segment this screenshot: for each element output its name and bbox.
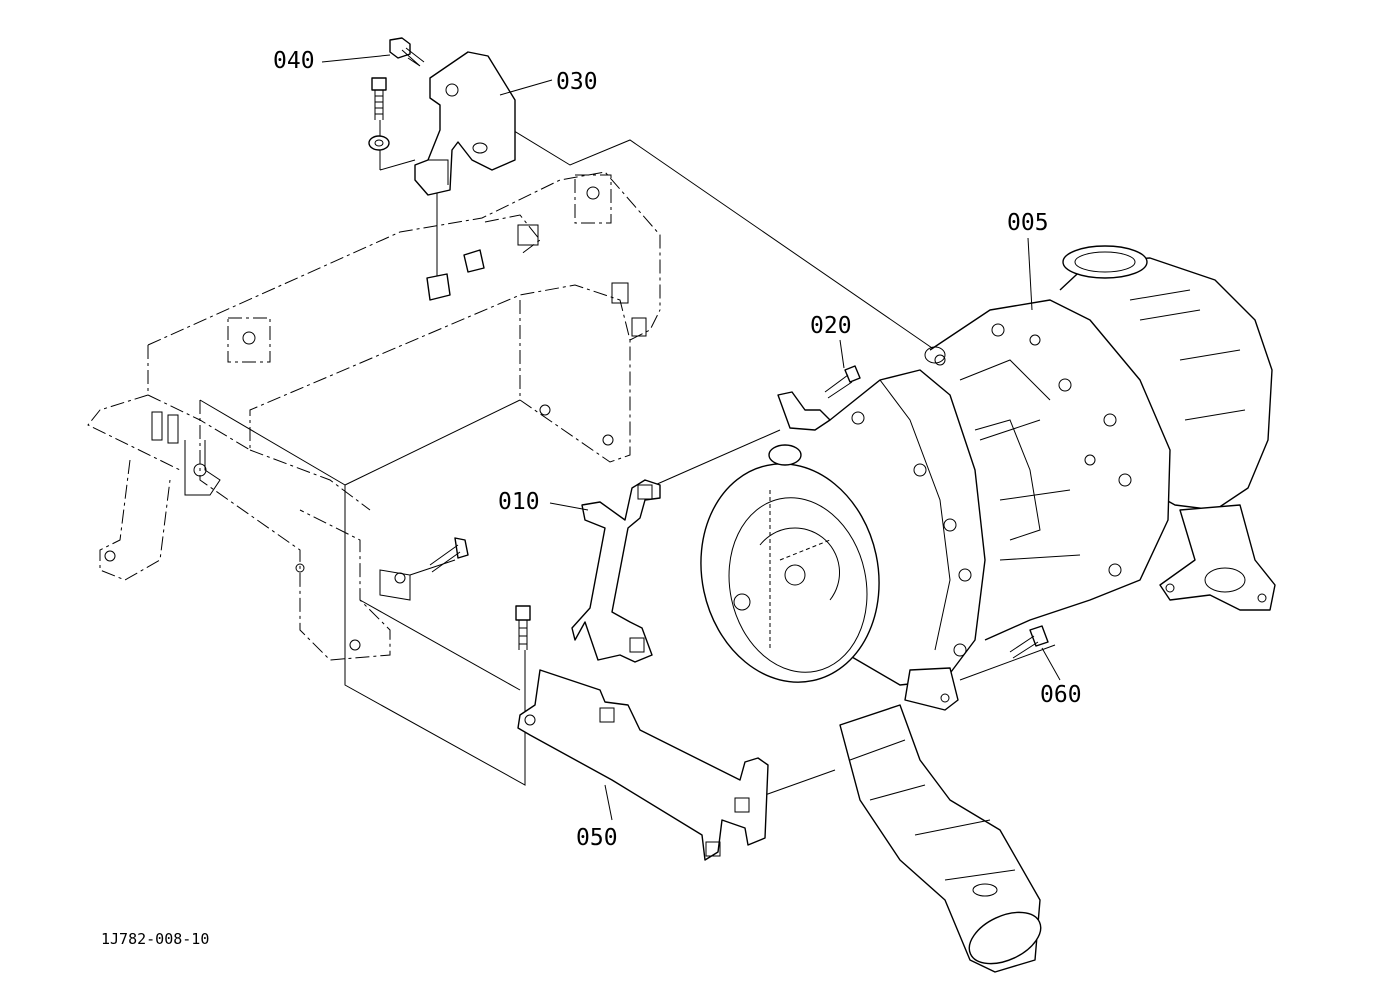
frame-phantom (87, 171, 661, 661)
bracket-010-drawing (571, 479, 661, 663)
label-leaders (321, 54, 1061, 821)
bracket-030-drawing (368, 37, 516, 301)
part-label-005[interactable]: 005 (1007, 210, 1049, 236)
bracket-050-drawing (429, 537, 769, 861)
dpf-assembly-drawing (700, 245, 1276, 973)
part-label-020[interactable]: 020 (810, 313, 852, 339)
part-label-030[interactable]: 030 (556, 69, 598, 95)
part-label-040[interactable]: 040 (273, 48, 315, 74)
drawing-number: 1J782-008-10 (101, 930, 210, 948)
part-label-060[interactable]: 060 (1040, 682, 1082, 708)
part-label-050[interactable]: 050 (576, 825, 618, 851)
part-label-010[interactable]: 010 (498, 489, 540, 515)
